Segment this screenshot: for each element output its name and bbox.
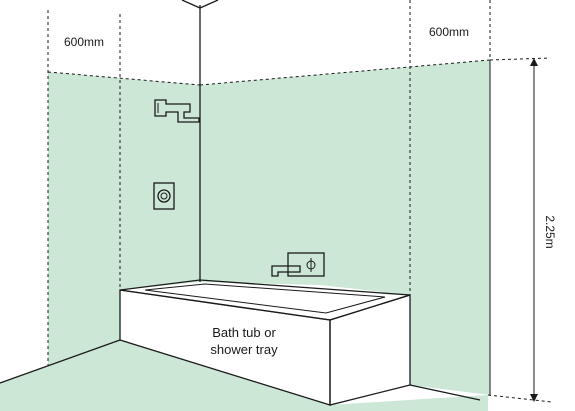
height-bottom-extension xyxy=(487,394,553,403)
left-clearance-label: 600mm xyxy=(64,35,104,49)
ceiling-line-right xyxy=(199,0,219,9)
zone-left-wall xyxy=(48,72,200,365)
zone-floor xyxy=(0,340,488,411)
shower-control-icon xyxy=(153,182,175,210)
zone-back-wall xyxy=(200,60,490,395)
height-dimension: 2.25m xyxy=(530,58,557,402)
tub-side xyxy=(329,294,411,406)
top-zone-line-right xyxy=(199,59,491,86)
height-label: 2.25m xyxy=(543,215,557,248)
zone-limits xyxy=(47,0,553,403)
tub-label-line2: shower tray xyxy=(210,342,278,357)
zone-area xyxy=(0,60,490,411)
bath-tap-icon xyxy=(271,252,325,277)
top-zone-line-left xyxy=(47,71,201,86)
height-arrow-bottom xyxy=(530,394,538,402)
floor-line-right xyxy=(409,384,481,401)
floor-line-left xyxy=(0,339,121,384)
tub-label-line1: Bath tub or xyxy=(212,325,276,340)
right-clearance-label: 600mm xyxy=(429,25,469,39)
shower-outlet-icon xyxy=(154,99,200,123)
tub-inner xyxy=(144,283,386,314)
bath-tub: Bath tub or shower tray xyxy=(119,279,411,406)
height-top-extension xyxy=(489,57,551,61)
room-outline xyxy=(0,0,481,401)
ceiling-line xyxy=(181,0,201,9)
height-arrow-top xyxy=(530,58,538,66)
